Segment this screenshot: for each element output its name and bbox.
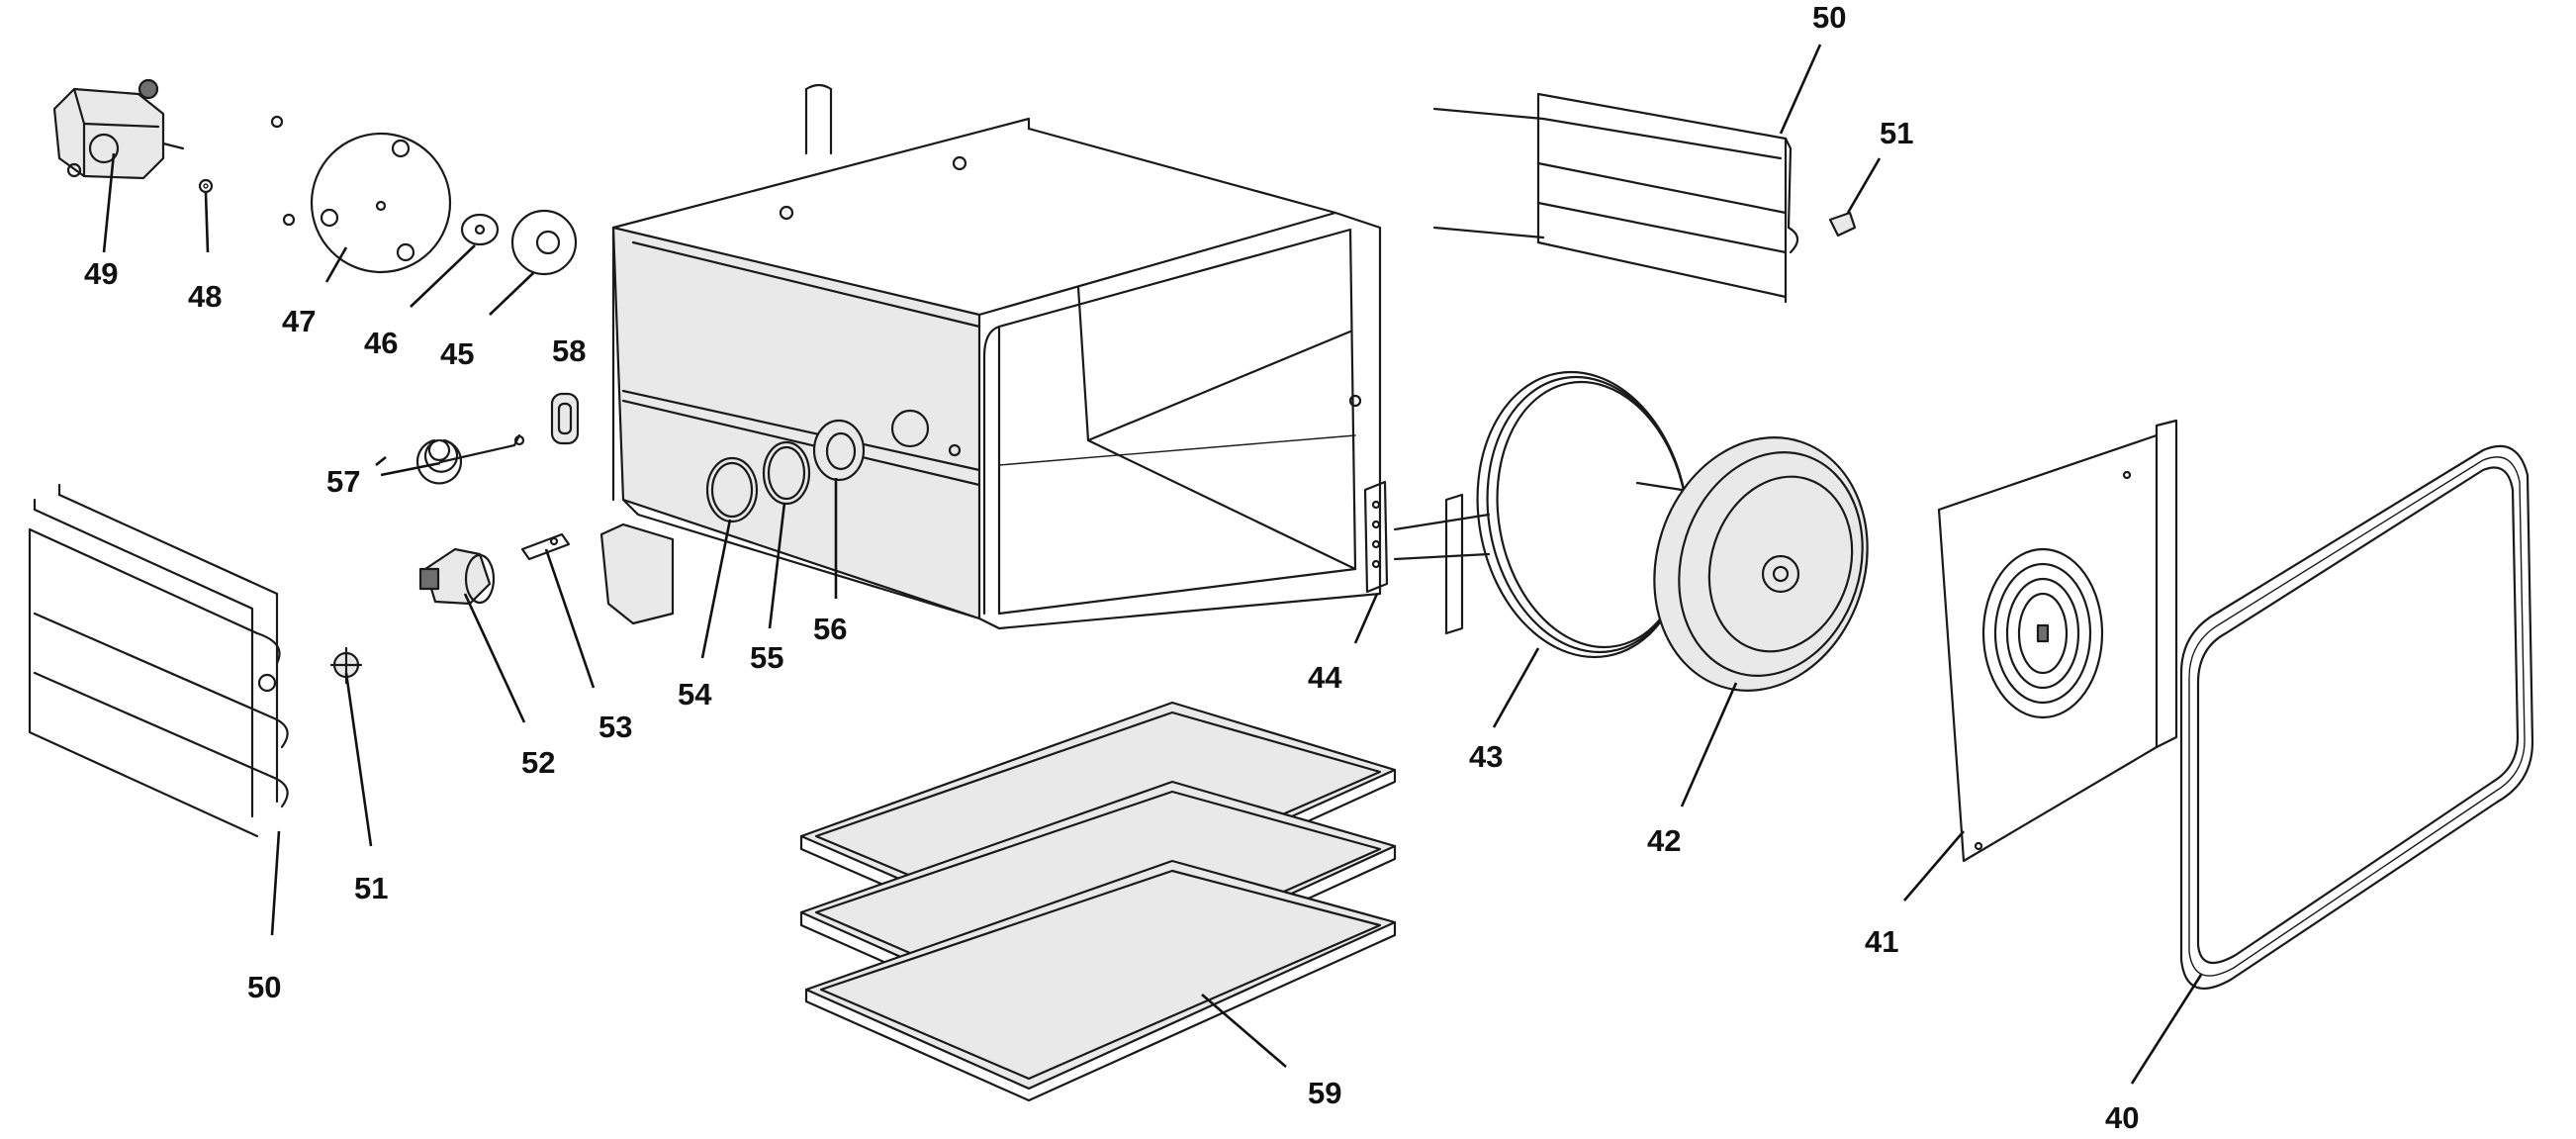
callout-53: 53	[598, 710, 632, 744]
callout-51-left: 51	[354, 871, 388, 905]
callout-44: 44	[1308, 660, 1342, 695]
callout-56: 56	[813, 612, 847, 646]
part-58-clip	[550, 392, 580, 445]
callout-49: 49	[84, 256, 118, 291]
part-40-door-seal	[2179, 444, 2534, 990]
part-44-strip	[1363, 480, 1389, 594]
leader-lines	[102, 44, 2203, 1085]
part-50-left-rack	[28, 483, 289, 838]
part-45-disc	[510, 209, 578, 276]
part-57-probe	[415, 433, 525, 485]
part-53-bracket	[520, 532, 571, 561]
callout-50-left: 50	[247, 970, 281, 1004]
callout-40: 40	[2105, 1100, 2139, 1135]
part-56-gland	[812, 419, 866, 482]
part-50-right-rack	[1432, 92, 1799, 304]
callout-52: 52	[521, 745, 555, 780]
callout-50-right: 50	[1812, 0, 1846, 35]
callout-46: 46	[364, 326, 398, 360]
callout-51-right: 51	[1880, 116, 1913, 150]
callout-labels: 49 48 47 46 45 58 57 52 53 51 50 54 55 5…	[84, 0, 2139, 1135]
part-42-fan-wheel	[1653, 436, 1869, 692]
callout-43: 43	[1469, 739, 1503, 774]
part-55-ring	[762, 440, 811, 506]
callout-45: 45	[440, 336, 474, 371]
callout-57: 57	[326, 464, 360, 499]
callout-42: 42	[1647, 823, 1681, 858]
part-46-washer	[460, 213, 500, 246]
part-47-plate	[270, 115, 452, 274]
callout-58: 58	[552, 333, 586, 368]
callout-59: 59	[1308, 1076, 1341, 1110]
part-51-right-screw	[1828, 211, 1857, 237]
callout-41: 41	[1865, 924, 1898, 959]
part-52-knob	[418, 547, 496, 606]
callout-48: 48	[188, 279, 222, 314]
oven-cavity	[599, 83, 1382, 630]
part-54-ring	[705, 456, 759, 523]
callout-47: 47	[282, 304, 316, 338]
part-59-trays	[799, 701, 1397, 1102]
part-41-fan-cover	[1937, 419, 2178, 863]
callout-54: 54	[678, 677, 712, 712]
part-48-screw	[198, 178, 214, 194]
part-49-motor	[52, 78, 185, 180]
callout-55: 55	[750, 640, 783, 675]
